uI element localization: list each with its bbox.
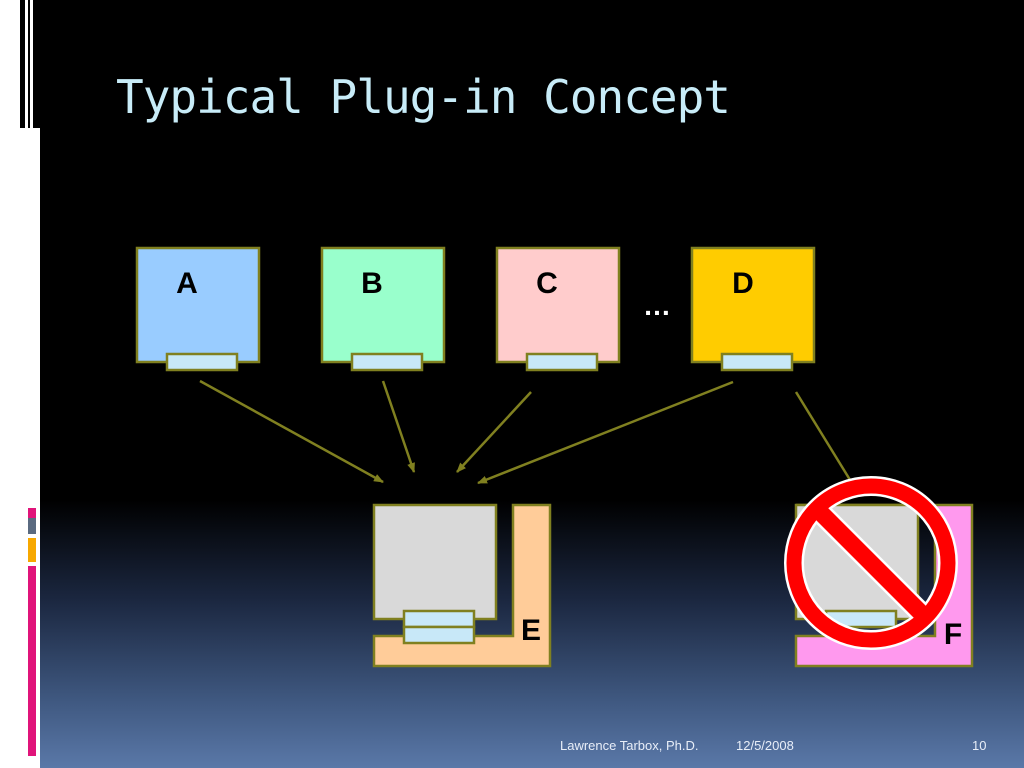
ellipsis: … [643,290,671,321]
plugin-b-connector [350,352,424,372]
arrow-b-to-e [381,380,416,473]
plugin-d: D [690,246,816,372]
accent-orange [28,538,36,562]
accent-gray [28,518,36,534]
host-e: E [372,503,552,668]
footer-author: Lawrence Tarbox, Ph.D. [560,738,699,753]
plugin-a-label: A [176,267,198,300]
arrow-c-to-e [456,391,532,473]
plugin-a: A [135,246,261,372]
plugin-d-label: D [732,267,754,300]
plugin-c-box [495,246,621,364]
arrow-a-to-e [199,379,384,484]
plugin-d-connector [720,352,794,372]
host-e-frame [372,503,552,668]
plugin-b-box [320,246,446,364]
plugin-a-box [135,246,261,364]
slide-title: Typical Plug-in Concept [116,70,731,124]
footer-date: 12/5/2008 [736,738,794,753]
plugin-b: B [320,246,446,372]
arrow-d-to-f [794,391,857,489]
accent-pink [28,508,36,518]
plugin-a-connector [165,352,239,372]
no-symbol-icon [784,476,958,650]
plugin-b-label: B [361,267,383,300]
plugin-c-label: C [536,267,558,300]
arrow-d-to-e [477,380,734,485]
host-e-slot [402,609,476,629]
footer-page-number: 10 [972,738,987,753]
host-f-label: F [944,618,962,651]
host-e-plugged-connector [402,625,476,645]
plugin-c: C [495,246,621,372]
plugin-c-connector [525,352,599,372]
plugin-d-box [690,246,816,364]
host-e-box [372,503,498,621]
host-e-label: E [521,614,541,647]
side-bar-stripes [20,0,40,130]
accent-pink-long [28,566,36,756]
